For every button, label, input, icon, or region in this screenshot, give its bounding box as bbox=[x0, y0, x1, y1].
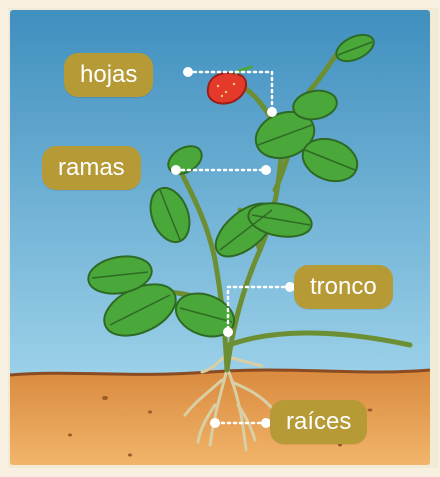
label-branches: ramas bbox=[42, 146, 141, 190]
label-leaves: hojas bbox=[64, 53, 153, 97]
label-roots: raíces bbox=[270, 400, 367, 444]
label-trunk: tronco bbox=[294, 265, 393, 309]
